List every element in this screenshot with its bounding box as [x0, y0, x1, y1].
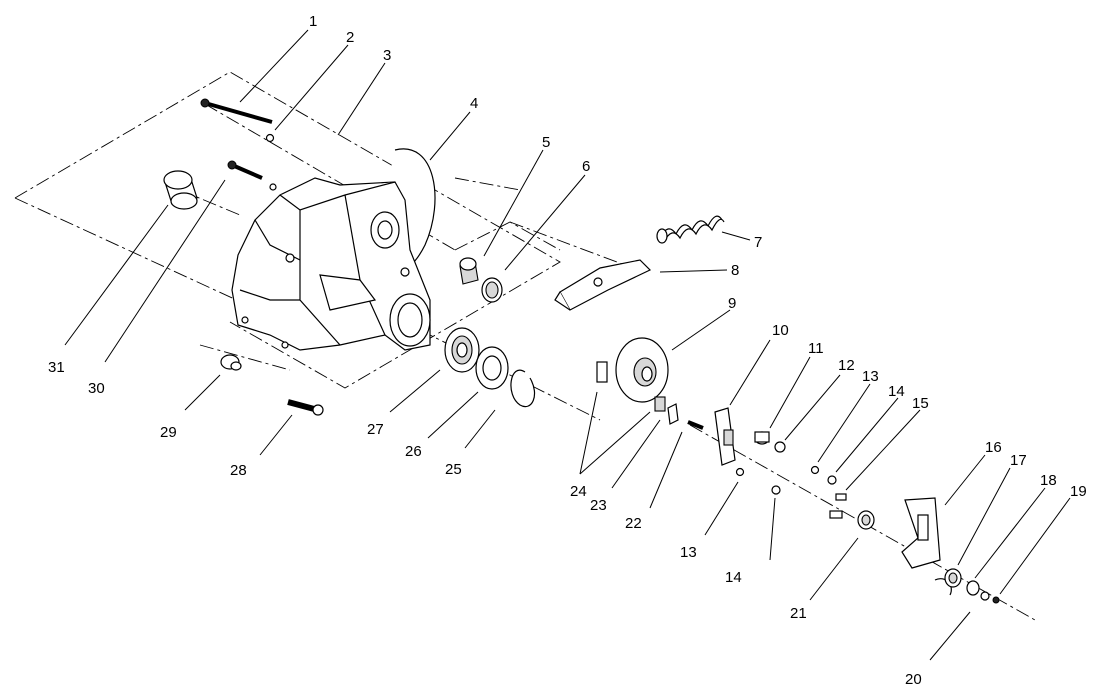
- callout-24: 24: [570, 483, 587, 500]
- plug-29: [220, 354, 242, 371]
- callout-23: 23: [590, 497, 607, 514]
- spring-7: [656, 215, 725, 244]
- callout-14a: 14: [888, 383, 905, 400]
- callout-20: 20: [905, 671, 922, 688]
- bushing-31: [163, 170, 198, 210]
- washer-12: [774, 441, 786, 453]
- nut-14a: [827, 475, 837, 485]
- callout-6: 6: [582, 158, 590, 175]
- small-gear-20b: [980, 591, 990, 601]
- callout-18: 18: [1040, 472, 1057, 489]
- pin-21b: [829, 510, 843, 519]
- spacer-11: [754, 431, 770, 445]
- callout-16: 16: [985, 439, 1002, 456]
- callout-1: 1: [309, 13, 317, 30]
- bracket-8: [554, 259, 652, 311]
- callout-2: 2: [346, 29, 354, 46]
- key-24: [596, 361, 608, 383]
- callout-8: 8: [731, 262, 739, 279]
- callout-5: 5: [542, 134, 550, 151]
- washer-13a: [810, 465, 820, 475]
- callout-28: 28: [230, 462, 247, 479]
- callout-14b: 14: [725, 569, 742, 586]
- callout-22: 22: [625, 515, 642, 532]
- washer-26: [475, 346, 509, 390]
- retaining-ring-25: [510, 369, 535, 408]
- callout-7: 7: [754, 234, 762, 251]
- callout-12: 12: [838, 357, 855, 374]
- callout-21: 21: [790, 605, 807, 622]
- screw-30: [227, 160, 263, 180]
- screw-1: [200, 98, 273, 124]
- clutch-disc-9: [615, 337, 669, 403]
- gear-20: [944, 568, 962, 588]
- pawl-16: [901, 497, 941, 569]
- ball-bearing-27: [444, 327, 480, 373]
- callout-27: 27: [367, 421, 384, 438]
- clip-19: [992, 596, 1000, 604]
- pin-15: [835, 493, 847, 501]
- needle-bearing-5: [459, 257, 479, 285]
- callout-11: 11: [808, 340, 824, 357]
- washer-18: [966, 580, 980, 596]
- callout-29: 29: [160, 424, 177, 441]
- key-23: [654, 396, 666, 412]
- callout-19: 19: [1070, 483, 1087, 500]
- callout-9: 9: [728, 295, 736, 312]
- assembly-axes: [14, 71, 1036, 621]
- seal-6: [481, 277, 503, 303]
- bolt-28: [287, 399, 324, 416]
- callout-15: 15: [912, 395, 929, 412]
- callout-3: 3: [383, 47, 391, 64]
- callout-4: 4: [470, 95, 478, 112]
- leader-lines: [64, 29, 1071, 661]
- callout-10: 10: [772, 322, 789, 339]
- callout-31: 31: [48, 359, 65, 376]
- gear-21: [857, 510, 875, 530]
- plate-22: [667, 403, 704, 430]
- nut-14b: [771, 485, 781, 495]
- callout-30: 30: [88, 380, 105, 397]
- callout-13b: 13: [680, 544, 697, 561]
- washer-13b: [735, 467, 745, 477]
- callout-17: 17: [1010, 452, 1027, 469]
- callout-labels: 1 2 3 4 5 6 7 8 9 10 11 12 13 14 15 16 1…: [48, 13, 1087, 688]
- gear-housing: [231, 177, 431, 351]
- callout-13a: 13: [862, 368, 879, 385]
- callout-26: 26: [405, 443, 422, 460]
- callout-25: 25: [445, 461, 462, 478]
- washer-30b: [269, 183, 277, 191]
- washer-2: [265, 133, 275, 143]
- lever-10: [714, 407, 736, 466]
